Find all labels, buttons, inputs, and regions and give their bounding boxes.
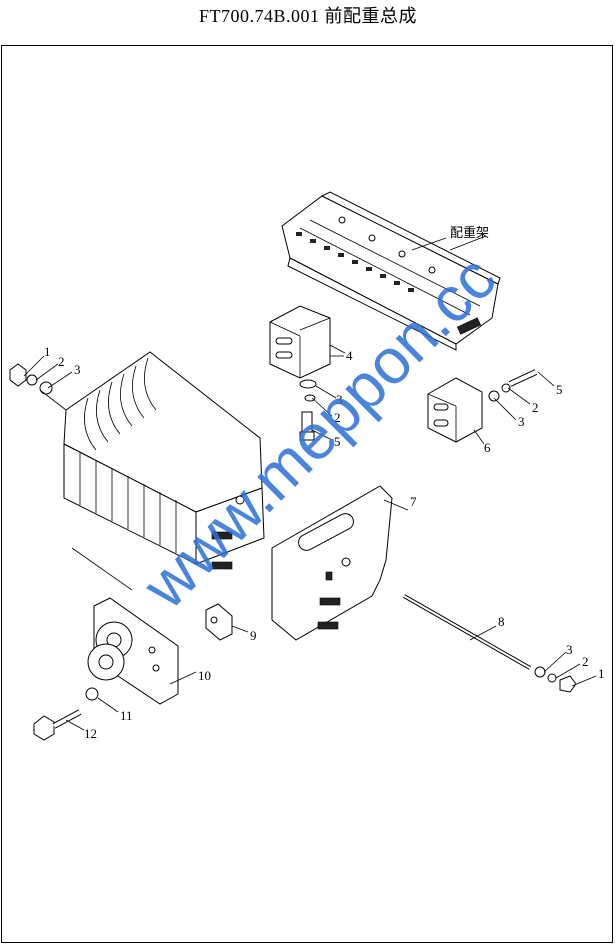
callout-3-mid: 3	[336, 392, 343, 407]
hitch-bolt-12	[33, 687, 99, 741]
drawing-frame	[1, 45, 613, 943]
callout-9: 9	[250, 628, 257, 643]
mounting-block-4	[269, 305, 346, 379]
callout-2-left: 2	[58, 354, 65, 369]
callout-6: 6	[484, 440, 491, 455]
callout-7: 7	[410, 494, 417, 509]
callout-1-bolt: 1	[598, 666, 605, 681]
right-fasteners	[488, 369, 538, 402]
bracket-6	[427, 377, 483, 443]
callout-5-right: 5	[556, 382, 563, 397]
callout-10: 10	[198, 668, 211, 683]
callout-1-left: 1	[44, 344, 51, 359]
page-title: FT700.74B.001 前配重总成	[198, 6, 417, 26]
hitch-plate-10	[87, 597, 179, 705]
callout-5-mid: 5	[334, 434, 341, 449]
callout-2-right: 2	[532, 400, 539, 415]
callout-3-left: 3	[74, 362, 81, 377]
callout-11: 11	[120, 708, 133, 723]
callout-2-mid: 2	[334, 410, 341, 425]
callout-2-bolt: 2	[582, 654, 589, 669]
long-bolt-8	[403, 594, 577, 693]
counterweight-frame	[281, 191, 501, 351]
callout-4: 4	[346, 348, 353, 363]
counterweight-frame-label: 配重架	[450, 225, 489, 241]
middle-fasteners	[299, 379, 317, 441]
front-weight-7	[271, 485, 393, 641]
weight-stack	[63, 351, 265, 570]
callout-12: 12	[84, 726, 97, 741]
callout-8: 8	[498, 614, 505, 629]
left-fasteners	[9, 363, 53, 395]
hitch-block-9	[205, 603, 233, 641]
leader-lines	[23, 237, 597, 731]
callout-3-bolt: 3	[566, 642, 573, 657]
callout-3-right: 3	[518, 414, 525, 429]
